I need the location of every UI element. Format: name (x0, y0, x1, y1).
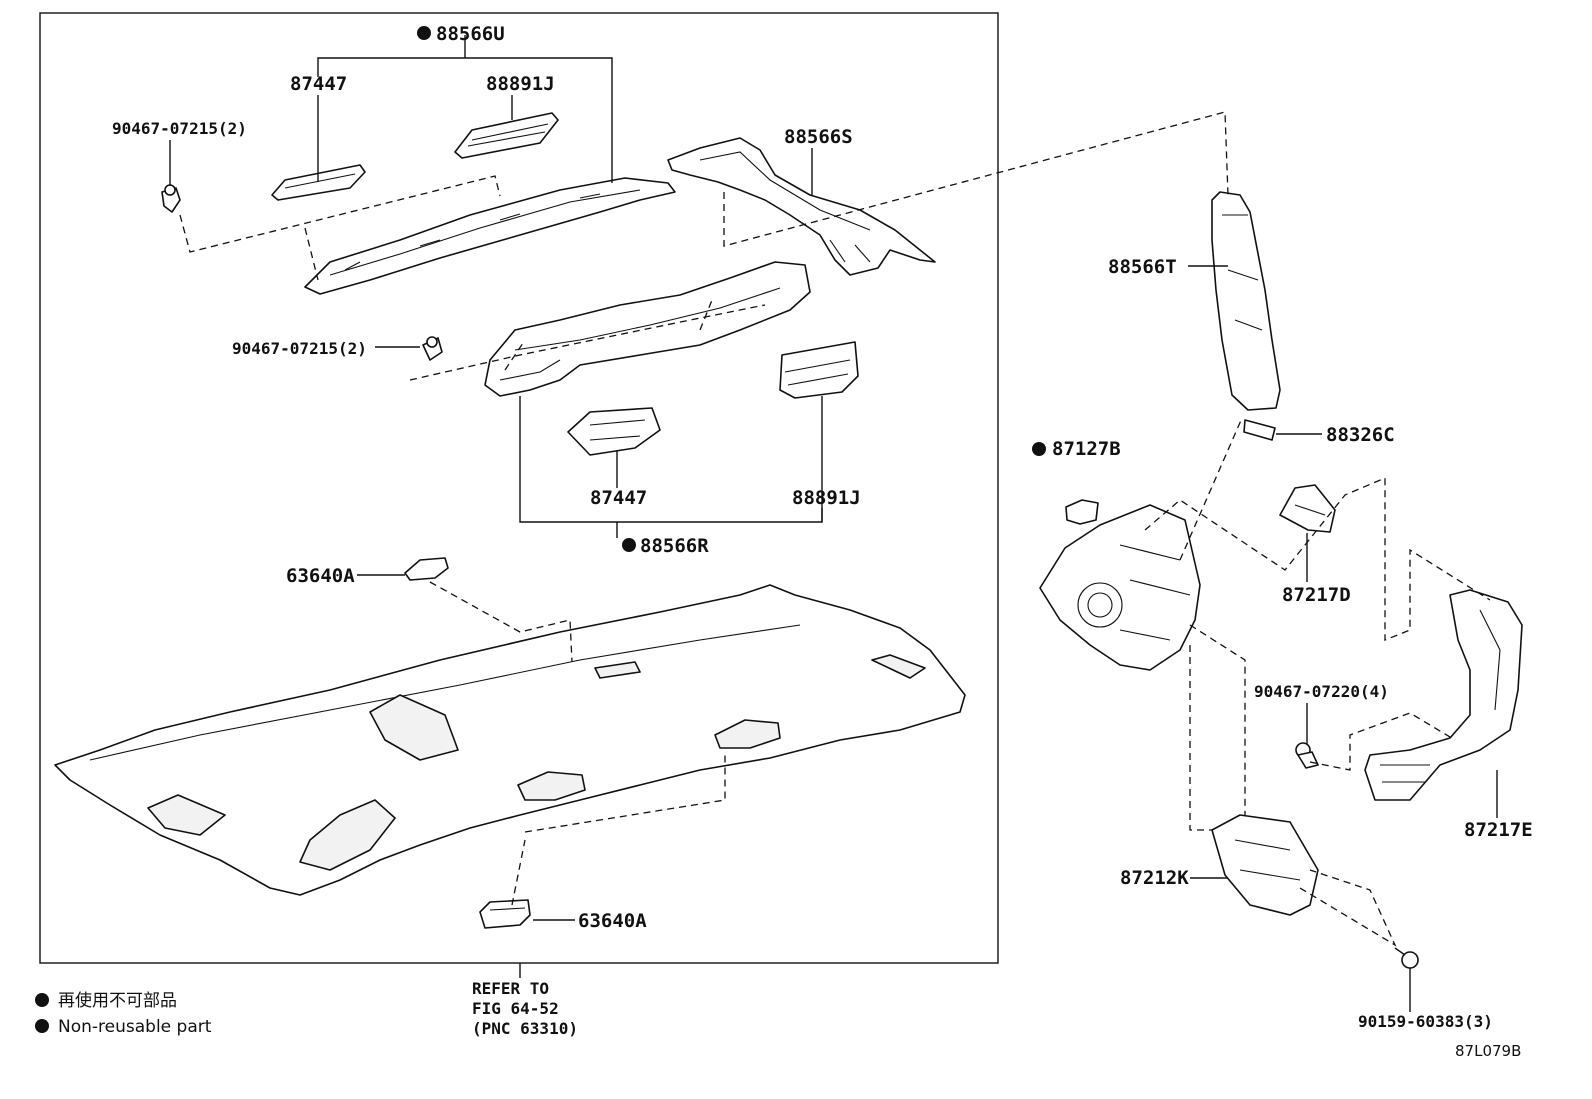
label-87127B: 87127B (1052, 438, 1121, 460)
label-87447-top: 87447 (290, 73, 347, 95)
refer-line2: FIG 64-52 (472, 999, 559, 1018)
clip-90467-07215-a[interactable] (161, 184, 181, 213)
tape-88326C[interactable] (1243, 419, 1276, 441)
group-frame (39, 12, 999, 964)
label-90467-07220: 90467-07220(4) (1254, 682, 1389, 701)
pad-87447-top[interactable] (271, 164, 366, 201)
diagram-code: 87L079B (1455, 1042, 1521, 1060)
label-88326C: 88326C (1326, 424, 1395, 446)
label-88566R: 88566R (640, 535, 709, 557)
legend-en: Non-reusable part (58, 1017, 212, 1037)
cushion-87127B[interactable] (1065, 499, 1099, 525)
headliner[interactable] (54, 584, 966, 896)
refer-line1: REFER TO (472, 979, 549, 998)
label-88891J-top: 88891J (486, 73, 555, 95)
label-90467-07215-b: 90467-07215(2) (232, 339, 367, 358)
clip-90467-07215-b[interactable] (422, 336, 443, 361)
duct-87217E[interactable] (1364, 589, 1523, 801)
blower-unit[interactable] (1039, 504, 1201, 671)
refer-line3: (PNC 63310) (472, 1019, 578, 1038)
clip-63640A-bot[interactable] (479, 899, 531, 929)
pad-88891J-top[interactable] (454, 112, 559, 159)
label-88566S: 88566S (784, 126, 853, 148)
nonreusable-dot-88566U (417, 26, 431, 40)
pad-87447-bot[interactable] (567, 407, 661, 456)
label-63640A-bot: 63640A (578, 910, 647, 932)
legend-dot-en (35, 1019, 49, 1033)
label-88891J-bot: 88891J (792, 487, 861, 509)
nonreusable-dot-88566R (622, 538, 636, 552)
duct-88566U[interactable] (304, 177, 676, 295)
label-87217E: 87217E (1464, 819, 1533, 841)
label-87447-bot: 87447 (590, 487, 647, 509)
duct-87217D[interactable] (1279, 484, 1336, 533)
label-88566U: 88566U (436, 23, 505, 45)
label-90159-60383: 90159-60383(3) (1358, 1012, 1493, 1031)
dashed-lines (179, 111, 1491, 947)
label-63640A-top: 63640A (286, 565, 355, 587)
pad-88891J-bot[interactable] (779, 341, 859, 399)
label-88566T: 88566T (1108, 256, 1177, 278)
label-87217D: 87217D (1282, 584, 1351, 606)
label-87212K: 87212K (1120, 867, 1189, 889)
bolt-90159-60383[interactable] (1394, 947, 1419, 969)
legend-dot-jp (35, 993, 49, 1007)
duct-88566T[interactable] (1211, 191, 1281, 411)
clip-63640A-top[interactable] (404, 557, 449, 581)
nonreusable-dot-87127B (1032, 442, 1046, 456)
case-87212K[interactable] (1211, 814, 1319, 916)
legend-jp: 再使用不可部品 (58, 990, 177, 1011)
duct-88566S[interactable] (667, 137, 936, 276)
label-90467-07215-a: 90467-07215(2) (112, 119, 247, 138)
leader-lines (169, 35, 1498, 1012)
screw-90467-07220[interactable] (1295, 742, 1319, 769)
